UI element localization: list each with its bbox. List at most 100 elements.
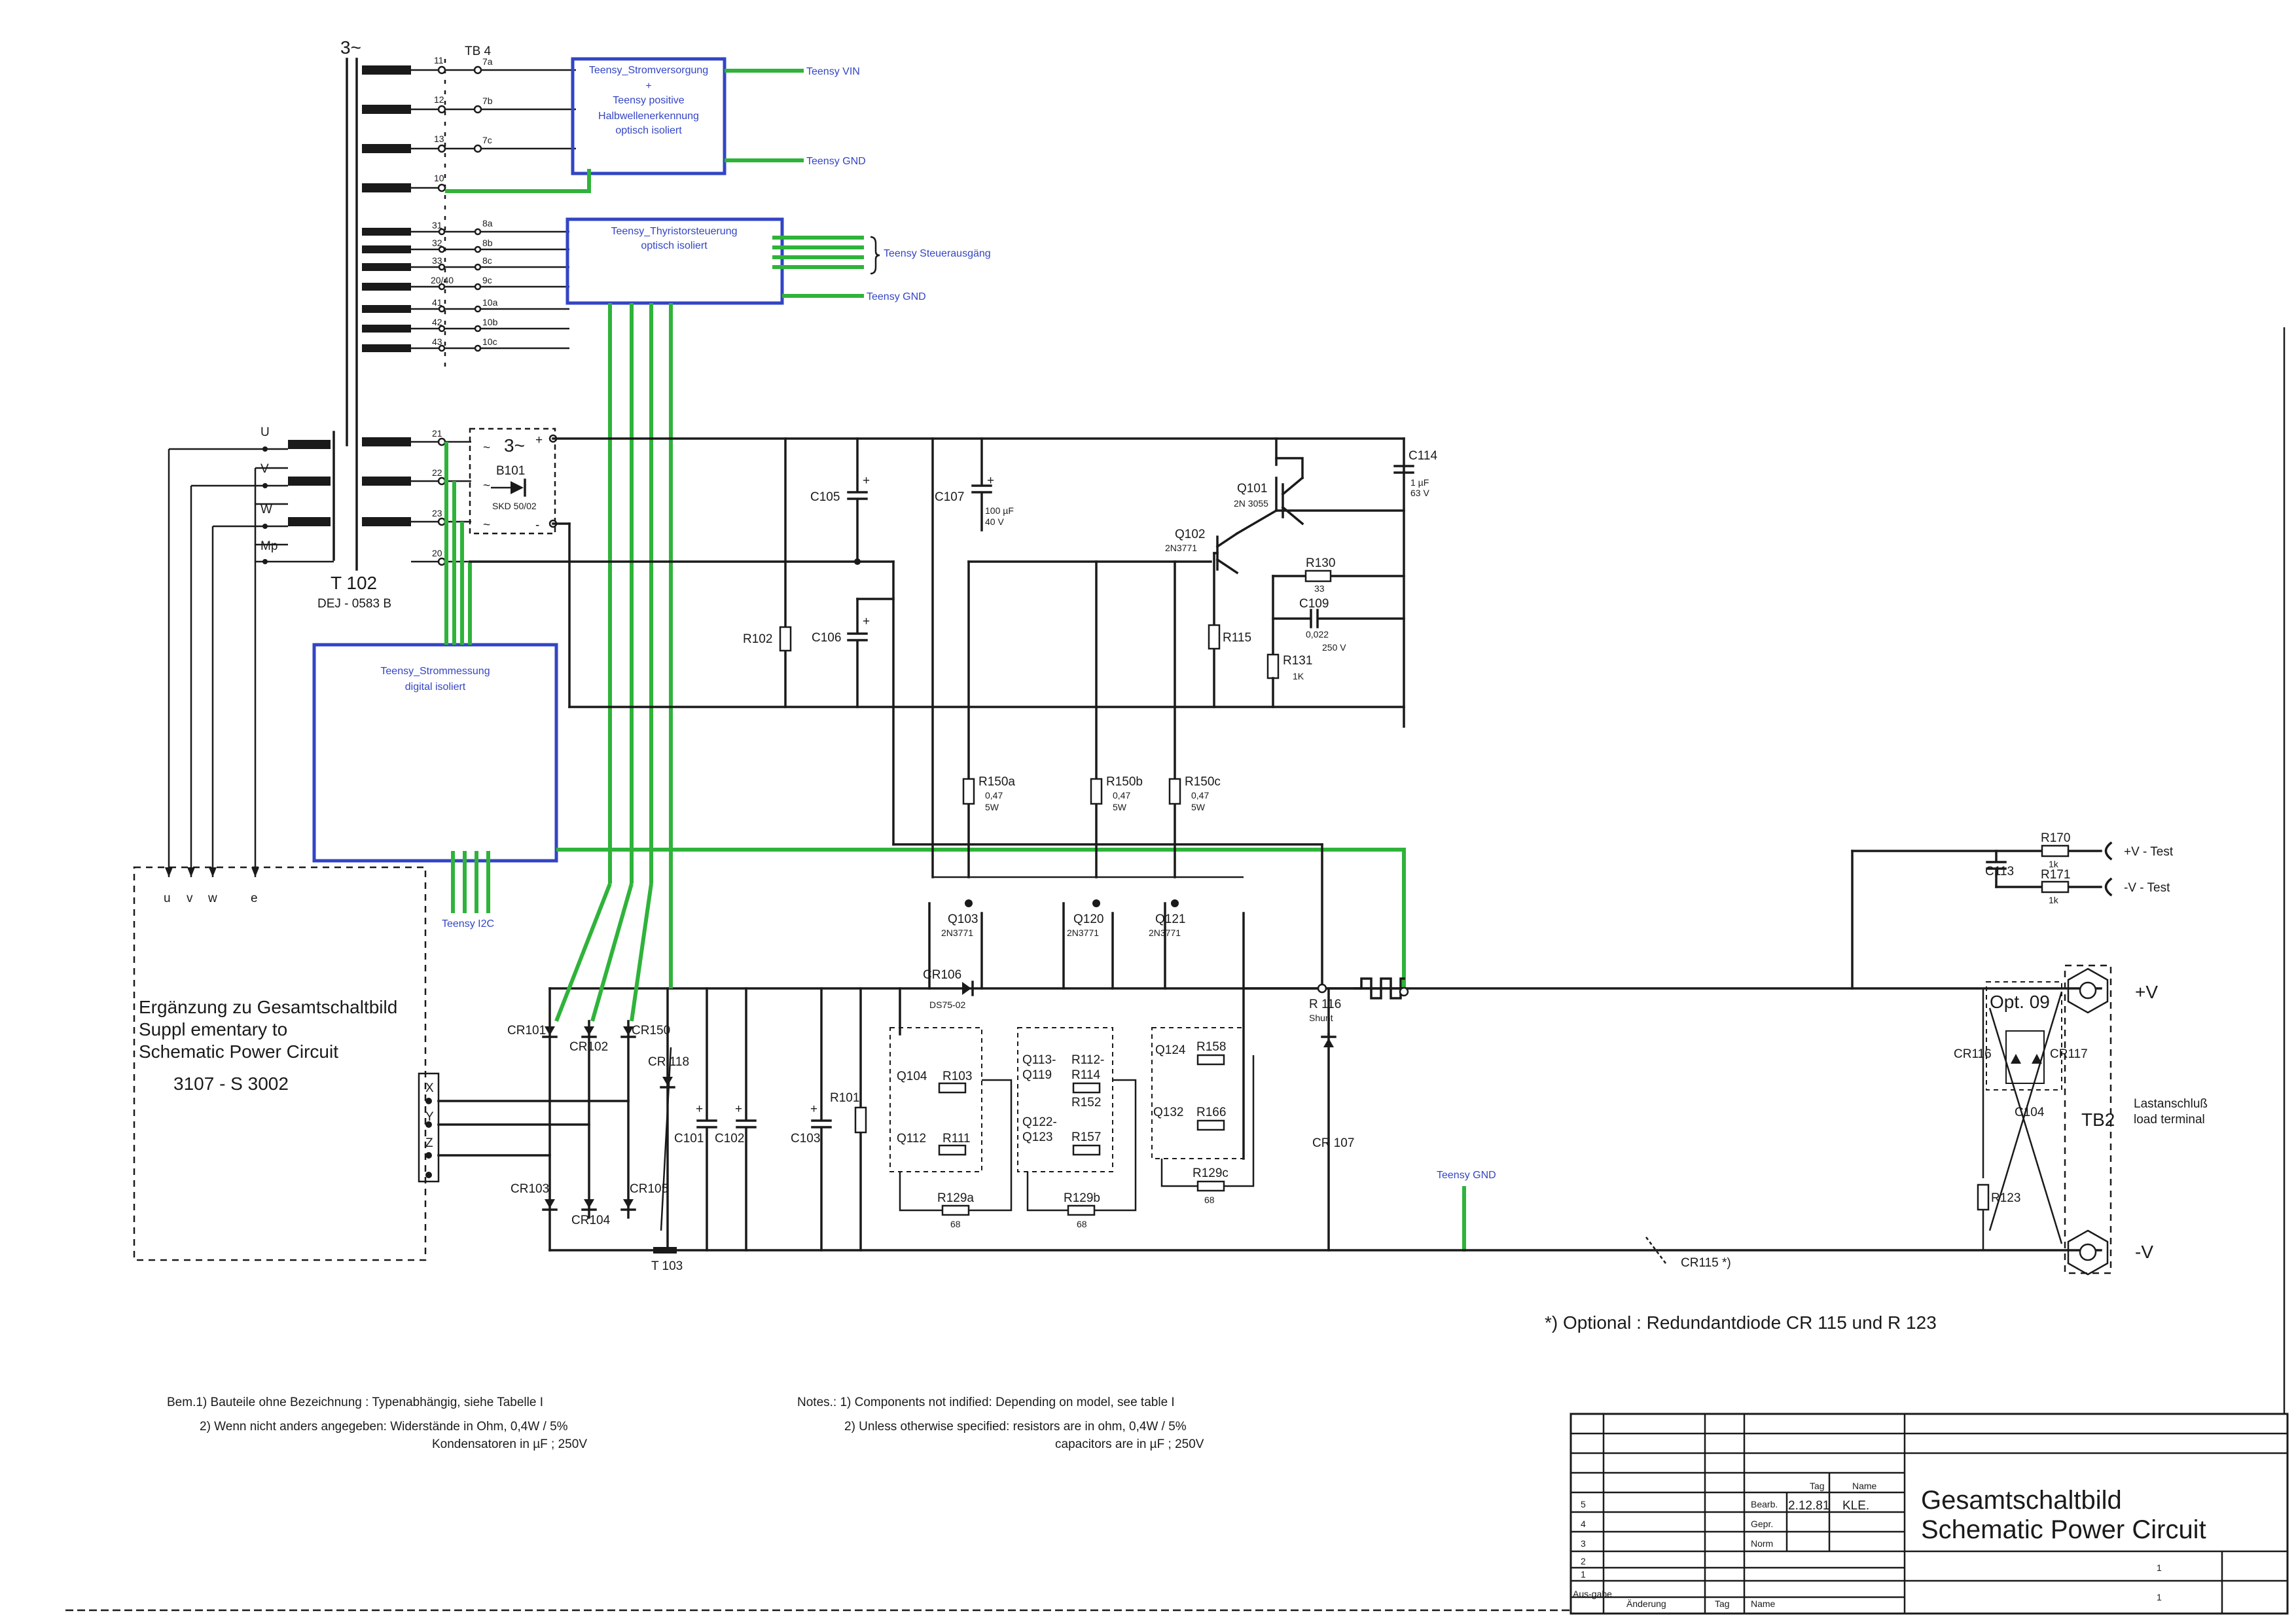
pin-21: 21 (432, 428, 442, 439)
note-en-2: 2) Unless otherwise specified: resistors… (844, 1420, 1187, 1434)
cr117-label: CR117 (2050, 1047, 2088, 1061)
phase-u: U (260, 425, 270, 439)
t103-label: T 103 (651, 1259, 683, 1273)
q121-label: Q121 (1155, 912, 1185, 926)
r101-label: R101 (830, 1091, 859, 1105)
svg-text:2N 3055: 2N 3055 (1234, 498, 1268, 509)
svg-text:Halbwellenerkennung: Halbwellenerkennung (598, 111, 699, 122)
term-9c: 9c (482, 275, 492, 285)
cr115-label: CR115 *) (1681, 1256, 1731, 1270)
pin-43: 43 (432, 336, 442, 347)
svg-text:2N3771: 2N3771 (1149, 928, 1181, 938)
drawn-by: KLE. (1842, 1499, 1869, 1513)
svg-text:DS75-02: DS75-02 (929, 1000, 965, 1010)
svg-text:digital isoliert: digital isoliert (405, 681, 466, 693)
sheet-number-2: 1 (2157, 1592, 2162, 1602)
q122-label: Q122- (1022, 1115, 1057, 1129)
block-power-supply: Teensy_Stromversorgung + Teensy positive… (445, 57, 866, 193)
svg-text:250 V: 250 V (1322, 642, 1346, 653)
svg-text:0,47: 0,47 (1191, 790, 1209, 801)
teensy-vin-label: Teensy VIN (806, 66, 860, 77)
title-block: Tag Name Bearb. Gepr. Norm 2.12.81 KLE. … (1570, 1413, 2289, 1615)
teensy-outputs-label: Teensy Steuerausgäng (884, 248, 991, 259)
r114-label: R114 (1071, 1068, 1100, 1082)
c109-label: C109 (1299, 597, 1329, 611)
optional-note: *) Optional : Redundantdiode CR 115 und … (1545, 1312, 1937, 1333)
term-8c: 8c (482, 255, 492, 266)
rectifier-symbol: 3~ (504, 435, 525, 456)
svg-text:Änderung: Änderung (1626, 1598, 1666, 1609)
r129c-label: R129c (1193, 1166, 1229, 1180)
teensy-i2c-label: Teensy I2C (442, 918, 494, 929)
svg-text:Y: Y (425, 1110, 434, 1124)
svg-text:Aus-gabe: Aus-gabe (1573, 1589, 1612, 1599)
minus-v-label: -V (2135, 1242, 2153, 1262)
rectifier-plus: + (535, 433, 543, 447)
output-transistors: Q103 2N3771 Q120 2N3771 Q121 2N3771 (928, 876, 1245, 1160)
r103-label: R103 (942, 1070, 972, 1083)
cr150-label: CR150 (632, 1024, 670, 1038)
tag-header: Tag (1810, 1481, 1825, 1491)
load-label-de: Lastanschluß (2134, 1097, 2208, 1111)
svg-text:Z: Z (425, 1136, 433, 1150)
pin-31: 31 (432, 220, 442, 230)
sheet-number: 1 (2157, 1562, 2162, 1573)
term-7c: 7c (482, 135, 492, 145)
svg-text:Norm: Norm (1751, 1538, 1773, 1549)
rectifier-minus: - (535, 518, 539, 532)
plus-v-label: +V (2135, 982, 2158, 1002)
svg-text:5: 5 (1581, 1499, 1586, 1509)
r171-label: R171 (2041, 868, 2070, 882)
output-stage: R 116 Shunt CR 107 CR115 *) C113 R170 1k… (1242, 831, 2208, 1276)
term-8b: 8b (482, 238, 493, 248)
cr107-label: CR 107 (1312, 1136, 1354, 1150)
note-en-1: Notes.: 1) Components not indified: Depe… (797, 1396, 1175, 1409)
r129a-label: R129a (937, 1191, 974, 1205)
svg-text:v: v (187, 892, 193, 905)
term-10a: 10a (482, 297, 498, 308)
supp-line2: Suppl ementary to (139, 1019, 287, 1039)
pin-33: 33 (432, 255, 442, 266)
minus-v-test-label: -V - Test (2124, 881, 2170, 895)
q112-label: Q112 (897, 1132, 926, 1146)
block-thyristor-control: Teensy_Thyristorsteuerung optisch isolie… (565, 217, 991, 884)
svg-text:68: 68 (1204, 1195, 1215, 1205)
svg-text:1K: 1K (1293, 671, 1304, 681)
svg-text:optisch isoliert: optisch isoliert (641, 240, 708, 251)
r150b-label: R150b (1106, 775, 1143, 789)
svg-text:68: 68 (950, 1219, 961, 1229)
tb4-rows-group1: 11 12 13 10 7a 7b 7c (411, 55, 576, 192)
load-label-en: load terminal (2134, 1113, 2205, 1127)
svg-text:~: ~ (483, 441, 490, 455)
svg-text:+: + (863, 615, 870, 628)
cr104-label: CR104 (571, 1214, 611, 1227)
rectifier-name: B101 (496, 464, 525, 478)
teensy-gnd-label-3: Teensy GND (1437, 1170, 1496, 1181)
cr103-label: CR103 (511, 1182, 549, 1196)
lower-circuit: CR101 CR102 CR150 CR 118 CR103 CR104 CR1… (437, 882, 2102, 1273)
pin-22: 22 (432, 467, 442, 478)
rectifier-b101: ~ ~ ~ 3~ + - B101 SKD 50/02 (469, 427, 558, 535)
svg-text:5W: 5W (1191, 802, 1206, 812)
svg-text:Tag: Tag (1715, 1598, 1730, 1609)
opt-label: Opt. 09 (1990, 992, 2050, 1012)
q132-label: Q132 (1153, 1106, 1183, 1119)
supplementary-box: u v w e Ergänzung zu Gesamtschaltbild Su… (133, 866, 440, 1261)
r157-label: R157 (1071, 1130, 1101, 1144)
cr102-label: CR102 (569, 1040, 608, 1054)
pin-23: 23 (432, 508, 442, 518)
svg-text:~: ~ (483, 518, 490, 532)
svg-text:w: w (207, 892, 217, 905)
svg-text:2N3771: 2N3771 (941, 928, 973, 938)
transformer-name: T 102 (331, 573, 377, 593)
pin-13: 13 (434, 134, 444, 144)
r129b-label: R129b (1064, 1191, 1100, 1205)
note-en-3: capacitors are in µF ; 250V (1055, 1437, 1204, 1451)
power-block-title: Teensy_Stromversorgung (589, 65, 708, 76)
r170-label: R170 (2041, 831, 2070, 845)
cr118-label: CR 118 (648, 1055, 689, 1069)
q123-label: Q123 (1022, 1130, 1052, 1144)
svg-text:2: 2 (1581, 1556, 1586, 1566)
c114-label: C114 (1408, 449, 1437, 463)
